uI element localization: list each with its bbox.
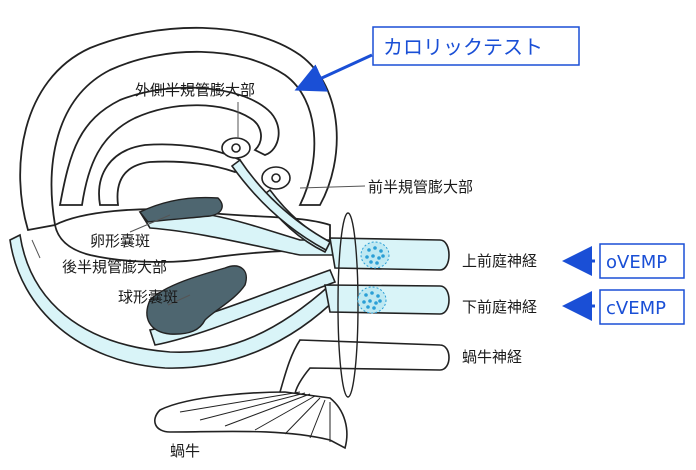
lateral-canal: [58, 86, 280, 206]
saccular-macula-shape: [146, 265, 247, 335]
caloric-test-label: カロリックテスト: [383, 35, 543, 59]
cochlea-fibers: [179, 391, 331, 442]
cochlea-shape: [154, 391, 348, 450]
ampullae: [221, 137, 291, 190]
inner-loop: [98, 143, 242, 206]
anterior-ampulla-shape: [261, 166, 291, 190]
lateral-ampulla-shape: [221, 137, 251, 159]
label-saccular-macula: 球形嚢斑: [118, 288, 178, 306]
nerve-fibers: [9, 158, 450, 369]
label-superior-vestibular-nerve: 上前庭神経: [462, 252, 537, 270]
anterior-canal: [19, 26, 338, 232]
label-cochlear-nerve: 蝸牛神経: [462, 348, 522, 366]
inferior-vestibular-trunk: [324, 284, 450, 315]
cochlear-nerve-trunk: [278, 339, 450, 396]
nerve-sheath: [337, 212, 359, 398]
vestibular-ganglion-inferior: [357, 286, 387, 314]
label-anterior-ampulla: 前半規管膨大部: [368, 178, 473, 196]
caloric-box: [372, 26, 580, 66]
cvemp-box: [599, 289, 685, 325]
semicircular-canals: [19, 26, 338, 232]
label-inferior-vestibular-nerve: 下前庭神経: [462, 298, 537, 316]
label-lateral-ampulla: 外側半規管膨大部: [135, 81, 255, 99]
label-posterior-ampulla: 後半規管膨大部: [62, 258, 167, 276]
leader-lines: [31, 102, 366, 306]
label-utricular-macula: 卵形嚢斑: [90, 232, 150, 250]
ovemp-label: oVEMP: [606, 252, 667, 273]
vestibular-ganglion-superior: [360, 241, 390, 269]
lateral-branch: [230, 158, 332, 252]
superior-vestibular-trunk: [329, 237, 450, 271]
ovemp-box: [599, 243, 685, 279]
caloric-arrow: [294, 53, 373, 92]
cvemp-label: cVEMP: [606, 298, 666, 319]
label-cochlea: 蝸牛: [170, 442, 200, 460]
utricular-macula-shape: [138, 196, 223, 223]
